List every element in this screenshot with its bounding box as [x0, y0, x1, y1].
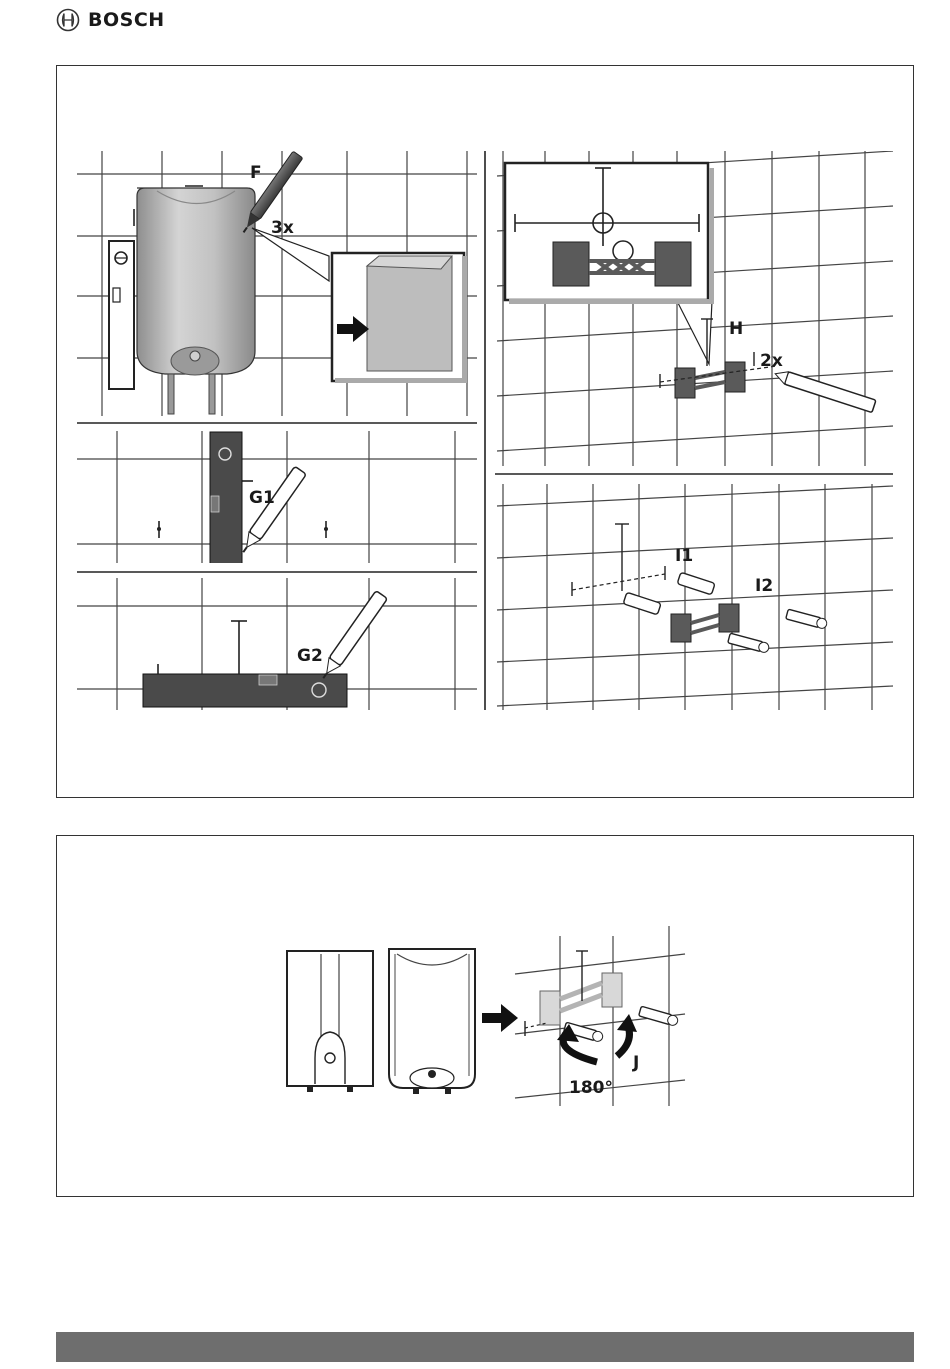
label-i2: I2: [755, 576, 773, 596]
panel-i: [497, 484, 893, 710]
label-h: H: [729, 319, 743, 339]
figure-2-drawing: J 180°: [57, 836, 913, 1196]
figure-1-drawing: F 3x G1: [57, 66, 913, 797]
label-180-degrees: 180°: [569, 1078, 613, 1098]
label-f: F: [250, 163, 262, 183]
label-i1: I1: [675, 546, 693, 566]
installation-figure-2: J 180°: [56, 835, 914, 1197]
label-g1: G1: [249, 488, 275, 508]
panel-g1: [77, 431, 477, 566]
new-water-heater: [389, 949, 475, 1094]
panel-h: [497, 151, 893, 466]
label-g2: G2: [297, 646, 323, 666]
panel-f: [77, 151, 477, 416]
old-water-heater: [287, 951, 373, 1092]
label-3x: 3x: [271, 218, 294, 238]
label-j: J: [632, 1053, 639, 1073]
bosch-armature-icon: [56, 8, 80, 32]
label-2x: 2x: [760, 351, 783, 371]
arrow-icon: [482, 1004, 518, 1032]
page-header: BOSCH: [56, 6, 165, 34]
footer-bar: [56, 1332, 914, 1362]
panel-g2: [77, 578, 477, 710]
installation-figure-1: F 3x G1: [56, 65, 914, 798]
brand-name: BOSCH: [88, 9, 165, 31]
